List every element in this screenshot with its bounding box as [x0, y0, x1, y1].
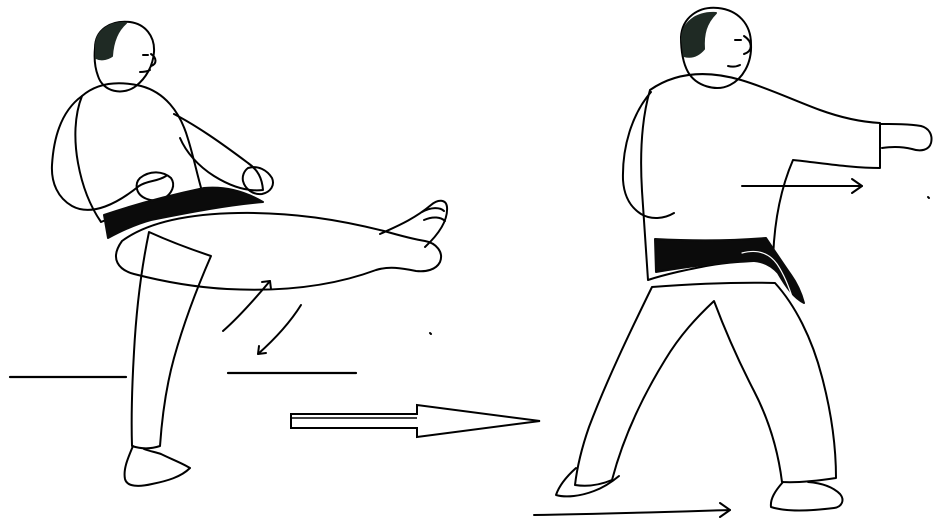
sketch-mark	[928, 197, 929, 198]
sketch-mark-small	[430, 333, 431, 334]
